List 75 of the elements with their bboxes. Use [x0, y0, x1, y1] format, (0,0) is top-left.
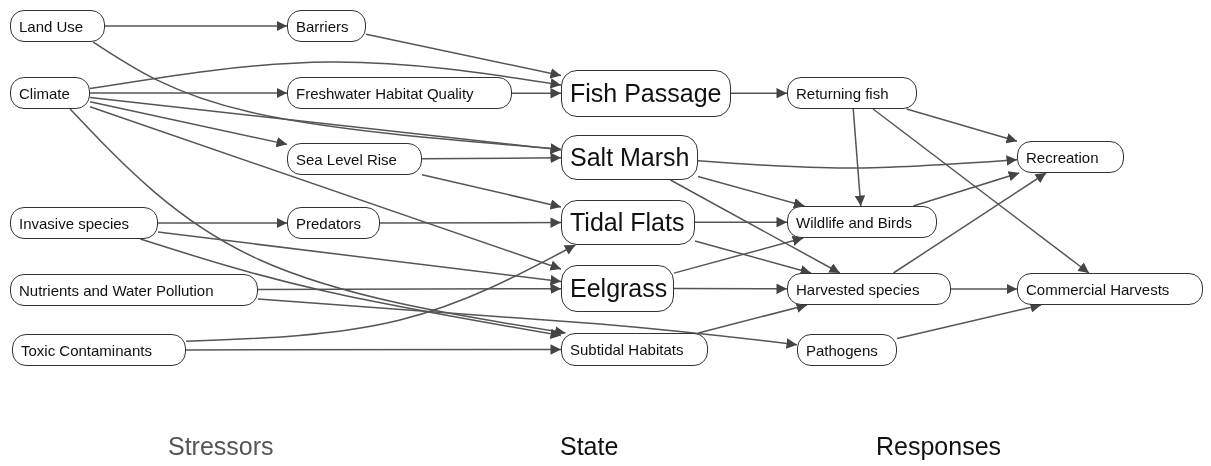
arrow: [89, 87, 288, 99]
process-box: [561, 265, 674, 312]
node-label: Land Use: [19, 17, 84, 35]
arrow: [730, 87, 788, 99]
arrow: [104, 20, 288, 32]
node-label: Tidal Flats: [570, 208, 685, 237]
arrow: [697, 175, 806, 209]
node-label: Invasive species: [19, 214, 130, 232]
process-box: [561, 70, 731, 117]
arrow: [157, 231, 562, 286]
process-box: [1017, 141, 1124, 173]
arrow: [69, 108, 567, 337]
column-heading: State: [560, 432, 619, 461]
arrow: [421, 173, 562, 210]
process-box: [797, 334, 897, 366]
node-label: Eelgrass: [570, 274, 668, 303]
arrow: [421, 152, 562, 164]
arrow: [185, 244, 577, 343]
process-box: [10, 77, 90, 109]
node-label: Predators: [296, 214, 362, 232]
arrow: [673, 235, 804, 274]
node-label: Subtidal Habitats: [570, 341, 684, 358]
node-label: Sea Level Rise: [296, 150, 397, 168]
arrow: [257, 298, 798, 349]
arrow: [139, 238, 562, 339]
arrow: [89, 96, 562, 154]
arrow: [379, 217, 562, 228]
arrow: [905, 108, 1018, 144]
arrow: [89, 100, 288, 148]
arrow: [872, 108, 1090, 274]
node-label: Nutrients and Water Pollution: [19, 281, 214, 299]
arrow: [697, 155, 1018, 169]
node-label: Toxic Contaminants: [21, 341, 152, 359]
process-box: [10, 10, 105, 42]
node-label: Pathogens: [806, 341, 878, 359]
arrow: [697, 302, 808, 334]
process-box: [10, 274, 258, 306]
arrow: [950, 283, 1018, 295]
node-label: Climate: [19, 84, 70, 102]
arrow: [365, 33, 562, 79]
process-box: [787, 206, 937, 238]
process-box: [1017, 273, 1203, 305]
node-label: Wildlife and Birds: [796, 213, 912, 231]
process-box: [561, 200, 695, 245]
process-box: [10, 207, 158, 239]
node-label: Commercial Harvests: [1026, 280, 1170, 298]
node-label: Returning fish: [796, 84, 889, 102]
node-label: Recreation: [1026, 148, 1099, 166]
node-label: Fish Passage: [570, 79, 722, 108]
process-box: [287, 207, 380, 239]
arrow: [511, 88, 562, 99]
process-box: [287, 143, 422, 175]
node-label: Barriers: [296, 17, 349, 35]
arrow: [157, 217, 288, 229]
arrow: [673, 283, 788, 295]
arrow: [89, 61, 562, 90]
node-label: Freshwater Habitat Quality: [296, 84, 474, 102]
arrow: [912, 171, 1020, 207]
column-heading: Responses: [876, 432, 1002, 461]
arrow: [852, 108, 866, 207]
process-box: [12, 334, 186, 366]
arrow: [694, 216, 788, 228]
arrow: [89, 106, 562, 271]
process-box: [787, 77, 917, 109]
process-box: [561, 135, 698, 180]
node-label: Salt Marsh: [570, 143, 690, 172]
process-box: [561, 333, 708, 366]
node-label: Harvested species: [796, 280, 920, 298]
arrow: [257, 283, 562, 294]
process-box: [287, 10, 366, 42]
arrow: [185, 344, 562, 355]
process-box: [787, 273, 951, 305]
process-box: [287, 77, 512, 109]
column-heading: Stressors: [168, 432, 274, 461]
arrow: [892, 172, 1047, 274]
